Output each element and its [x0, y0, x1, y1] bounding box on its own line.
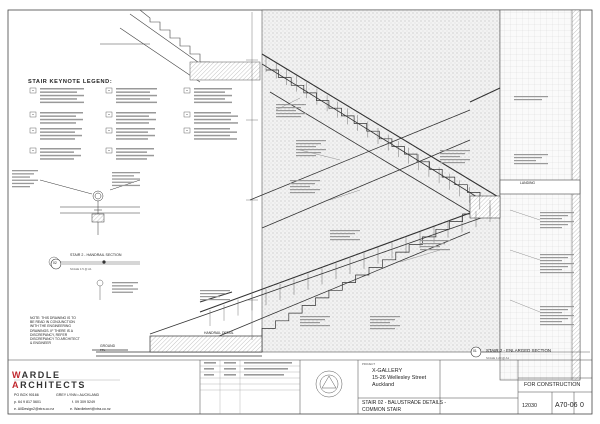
firm-fax: f. 09 309 5249: [72, 400, 95, 404]
drawing-note: NOTE: THIS DRAWING IS TO BE READ IN CONJ…: [30, 316, 80, 346]
section-marker-01: [470, 346, 482, 358]
firm-email: e. AllDesign2@xtra.co.nz: [14, 407, 55, 411]
firm-phone: p. 64 9 817 5601: [14, 400, 41, 404]
drawing-title-2: COMMON STAIR: [362, 407, 402, 413]
scale-label-b: SCALE 1:20 @ A1: [486, 356, 510, 360]
handrail-section-detail: [39, 179, 141, 235]
status-label: FOR CONSTRUCTION: [524, 382, 581, 388]
section-marker-02: [50, 258, 62, 270]
scale-label-a: SCALE 1:5 @ A1: [70, 267, 92, 271]
firm-po-box: PO BOX 90166: [14, 393, 39, 397]
project-city: Auckland: [372, 382, 395, 388]
firm-location: GREY LYNN • AUCKLAND: [56, 393, 100, 397]
project-label: PROJECT: [362, 362, 376, 366]
marker-01-label: 01: [473, 349, 477, 353]
project-name: X-GALLERY: [372, 368, 403, 374]
balusters: [209, 56, 491, 326]
drawing-title-1: STAIR 02 - BALUSTRADE DETAILS -: [362, 400, 447, 406]
handrail-section-label: STAIR 2 - HANDRAIL SECTION: [70, 253, 122, 257]
firm-email-2: e. Wardlebert@xtra.co.nz: [70, 407, 111, 411]
landing-label: LANDING: [520, 181, 536, 185]
revision-number: 0: [580, 402, 584, 409]
legend-title: STAIR KEYNOTE LEGEND:: [28, 79, 113, 85]
lower-flight: [261, 213, 476, 336]
handrail-detail-label: HANDRAIL DETAIL: [204, 331, 234, 335]
upper-flight: [266, 69, 481, 200]
project-street: 15-26 Wellesley Street: [372, 375, 427, 381]
stamp-seal: [315, 370, 343, 398]
keynote-legend: [29, 87, 191, 154]
job-number: 12030: [522, 403, 537, 409]
marker-02-label: 02: [53, 261, 57, 265]
sheet-number: A70-06: [555, 402, 578, 409]
ffl-label: FFL: [100, 348, 106, 352]
title-block: [8, 359, 592, 414]
ground-label: GROUND: [100, 344, 116, 348]
enlarged-section-label: STAIR 2 - ENLARGED SECTION: [486, 348, 552, 353]
